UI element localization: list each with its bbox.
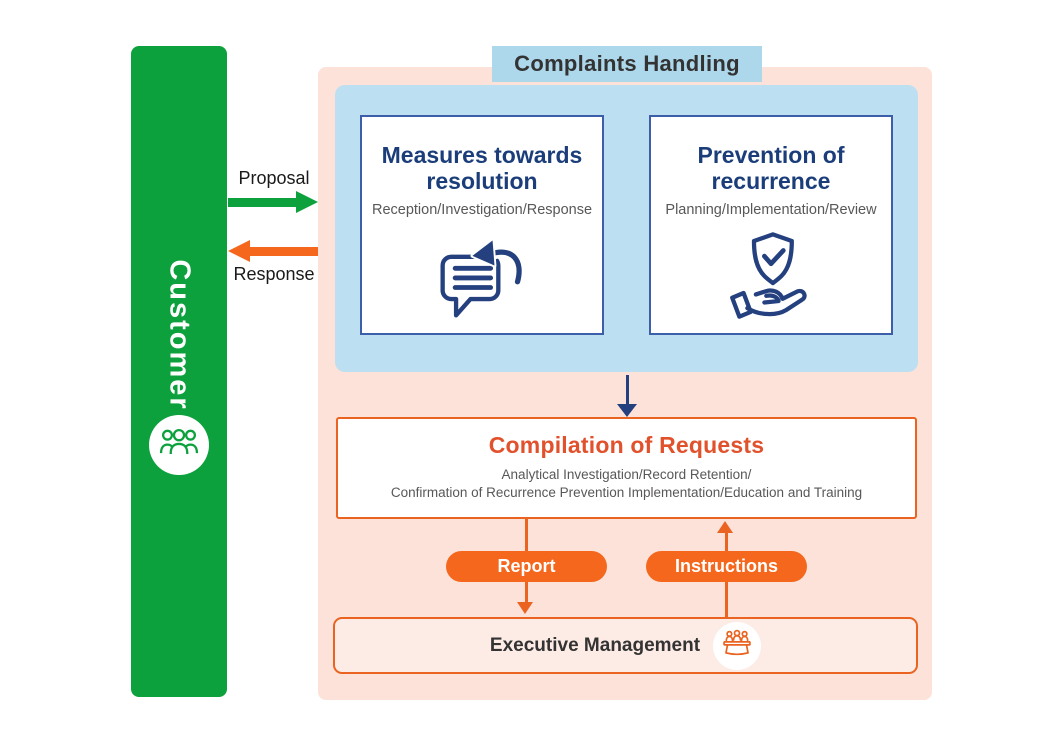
response-label: Response	[233, 264, 315, 284]
down-arrowhead-icon	[617, 404, 637, 417]
card-measures-towards-resolution: Measures towards resolution Reception/In…	[360, 115, 604, 335]
report-down-arrowhead-icon	[517, 602, 533, 614]
people-icon	[156, 420, 202, 471]
proposal-label: Proposal	[238, 168, 310, 188]
compilation-subtitle: Analytical Investigation/Record Retentio…	[390, 467, 863, 500]
shield-check-hand-icon	[719, 228, 823, 329]
compilation-title: Compilation of Requests	[488, 432, 765, 458]
instructions-up-arrowhead-icon	[717, 521, 733, 533]
speech-bubble-reply-icon	[428, 228, 536, 329]
card-subtitle: Planning/Implementation/Review	[665, 201, 877, 218]
proposal-arrowhead-icon	[296, 191, 318, 213]
response-arrowhead-icon	[228, 240, 250, 262]
customer-icon-circle	[149, 415, 209, 475]
complaints-handling-title: Complaints Handling	[492, 46, 762, 82]
card-subtitle: Reception/Investigation/Response	[371, 201, 593, 218]
response-arrow	[250, 247, 318, 256]
card-prevention-of-recurrence: Prevention of recurrence Planning/Implem…	[649, 115, 893, 335]
executive-management-label: Executive Management	[489, 634, 701, 656]
instructions-badge: Instructions	[646, 551, 807, 582]
handling-to-compilation-connector	[626, 375, 629, 405]
executive-management-box: Executive Management	[333, 617, 918, 674]
compilation-of-requests-box: Compilation of Requests Analytical Inves…	[336, 417, 917, 519]
customer-bar: Customer	[131, 46, 227, 697]
meeting-icon	[718, 624, 756, 667]
report-badge: Report	[446, 551, 607, 582]
executive-icon-circle	[713, 621, 762, 670]
card-title: Measures towards resolution	[381, 142, 583, 194]
card-title: Prevention of recurrence	[697, 142, 845, 194]
proposal-arrow	[228, 198, 297, 207]
customer-label: Customer	[163, 259, 196, 411]
